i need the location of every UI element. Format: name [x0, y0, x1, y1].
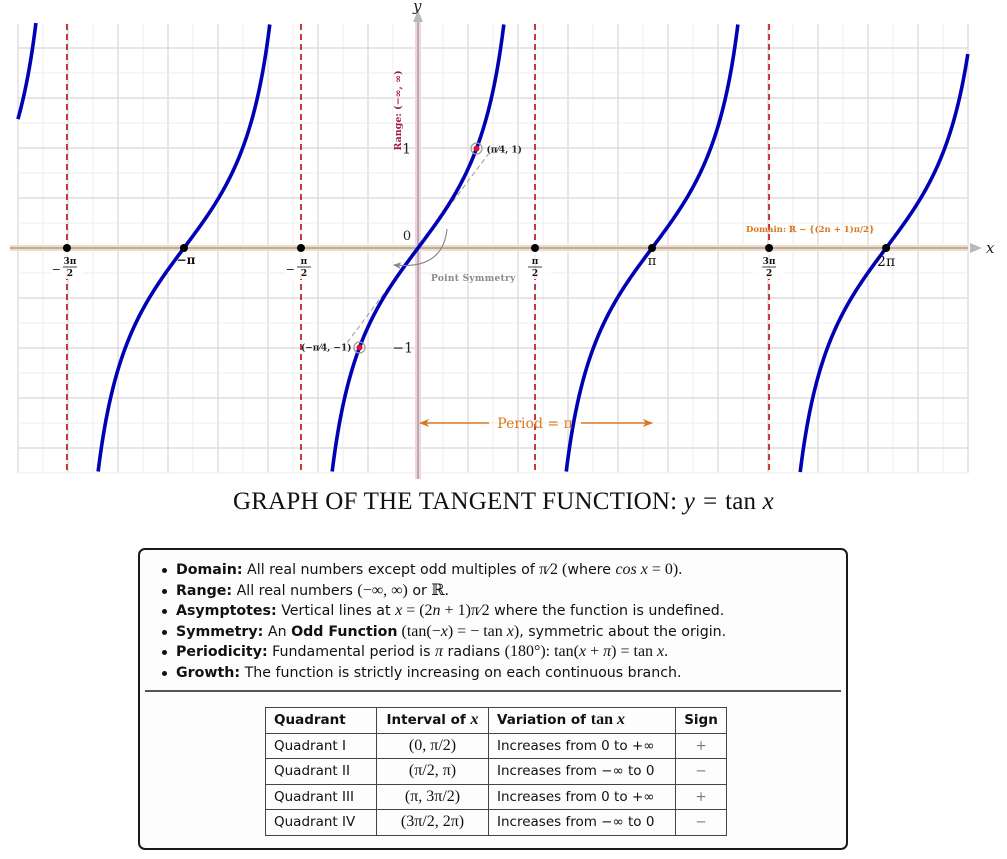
svg-text:Period = π: Period = π	[497, 416, 572, 432]
header-variation: Variation of tan x	[488, 707, 676, 734]
chart-title-math: y = tan x	[683, 488, 774, 515]
svg-text:Point Symmetry: Point Symmetry	[431, 274, 516, 284]
properties-box: Domain: All real numbers except odd mult…	[138, 548, 848, 850]
math-pi-over-2: π⁄2	[539, 561, 559, 578]
tangent-at-origin	[346, 153, 490, 343]
svg-text:(π⁄4, 1): (π⁄4, 1)	[487, 145, 522, 156]
chart-title-text: GRAPH OF THE TANGENT FUNCTION:	[233, 488, 678, 515]
property-asymptotes: Asymptotes: Vertical lines at x = (2n + …	[162, 601, 846, 622]
header-interval: Interval of x	[376, 707, 489, 734]
properties-list: Domain: All real numbers except odd mult…	[140, 550, 846, 683]
svg-text:3π: 3π	[63, 257, 76, 267]
svg-text:0: 0	[403, 229, 411, 244]
property-growth: Growth: The function is strictly increas…	[162, 663, 846, 684]
table-row: Quadrant II (π/2, π) Increases from −∞ t…	[265, 758, 727, 785]
svg-text:π: π	[301, 257, 308, 267]
svg-text:2: 2	[67, 269, 73, 279]
quadrant-table: Quadrant Interval of x Variation of tan …	[265, 707, 727, 836]
svg-text:3π: 3π	[763, 257, 776, 267]
annotations: (π⁄4, 1) (−π⁄4, −1) Range: (−∞, ∞) Domain: …	[301, 70, 874, 432]
header-sign: Sign	[675, 707, 727, 734]
svg-text:2: 2	[766, 269, 772, 279]
table-row: Quadrant III (π, 3π/2) Increases from 0 …	[265, 783, 727, 810]
svg-text:π: π	[648, 254, 657, 269]
svg-text:(−π⁄4, −1): (−π⁄4, −1)	[301, 343, 351, 354]
svg-text:−: −	[52, 263, 61, 276]
svg-text:2: 2	[532, 269, 538, 279]
property-symmetry: Symmetry: An Odd Function (tan(−x) = − t…	[162, 622, 846, 643]
svg-text:Domain: ℝ − {(2n + 1)π/2}: Domain: ℝ − {(2n + 1)π/2}	[746, 224, 874, 235]
property-range: Range: All real numbers (−∞, ∞) or ℝ.	[162, 581, 846, 602]
tick-markers	[62, 142, 891, 354]
property-periodicity: Periodicity: Fundamental period is π rad…	[162, 642, 846, 663]
svg-text:Range: (−∞, ∞): Range: (−∞, ∞)	[393, 70, 404, 150]
table-row: Quadrant I (0, π/2) Increases from 0 to …	[265, 732, 727, 759]
table-header-row: Quadrant Interval of x Variation of tan …	[265, 707, 727, 734]
chart-title: GRAPH OF THE TANGENT FUNCTION: y = tan x	[0, 488, 1007, 516]
svg-text:−1: −1	[392, 341, 413, 357]
property-domain: Domain: All real numbers except odd mult…	[162, 560, 846, 581]
svg-text:2π: 2π	[877, 254, 895, 270]
table-row: Quadrant IV (3π/2, 2π) Increases from −∞…	[265, 809, 727, 836]
svg-text:−π: −π	[177, 253, 196, 267]
svg-text:π: π	[532, 257, 539, 267]
svg-text:y: y	[412, 0, 422, 15]
svg-text:1: 1	[402, 142, 411, 158]
svg-text:x: x	[986, 239, 995, 257]
svg-text:2: 2	[301, 269, 307, 279]
divider	[145, 690, 841, 692]
svg-text:−: −	[286, 263, 295, 276]
header-quadrant: Quadrant	[265, 707, 377, 734]
